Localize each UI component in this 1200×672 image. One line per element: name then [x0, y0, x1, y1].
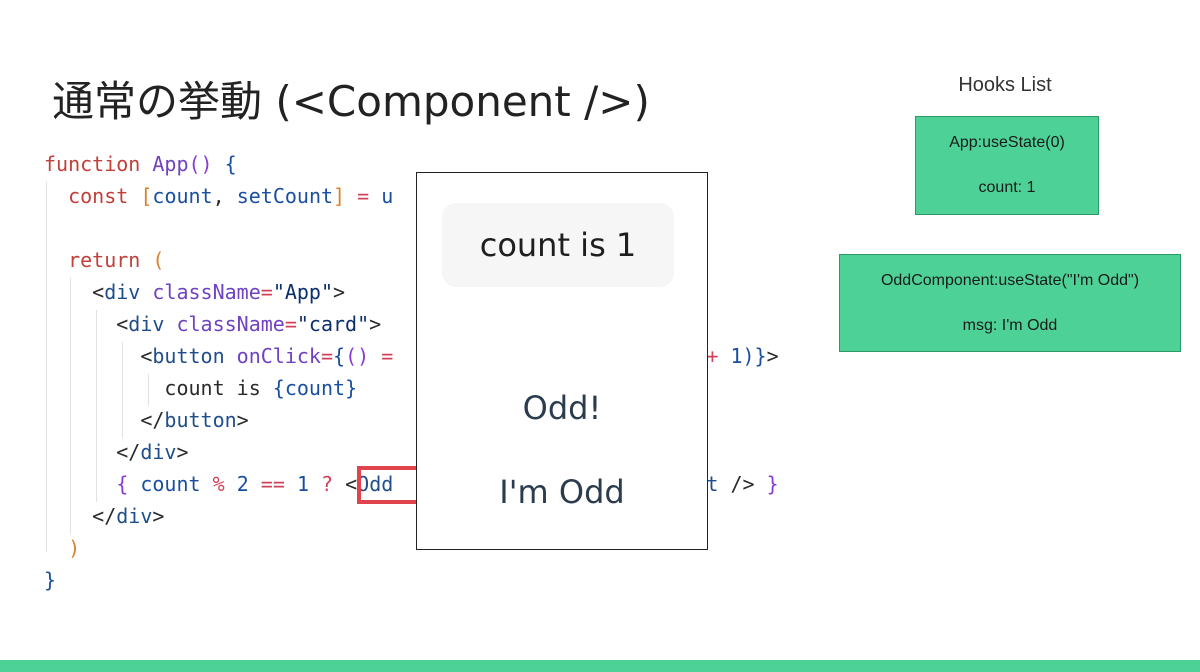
code-token: u [381, 184, 394, 208]
code-token: className [176, 312, 285, 336]
code-line-6: <div className="card"> [44, 308, 779, 340]
code-token: () [345, 344, 370, 368]
code-line-2: const [count, setCount] = u [44, 180, 779, 212]
code-token: "App" [272, 280, 334, 304]
code-token: < [140, 344, 153, 368]
hooks-list-heading: Hooks List [958, 74, 1052, 96]
code-token: = [320, 344, 334, 368]
code-line-5: <div className="App"> [44, 276, 779, 308]
code-token: </ [116, 440, 141, 464]
code-token: [ [140, 184, 153, 208]
code-line-10: </div> [44, 436, 779, 468]
code-token: > [333, 280, 346, 304]
code-token: function [44, 152, 141, 176]
code-token: > [236, 408, 249, 432]
code-token: /> [730, 472, 755, 496]
footer-accent-bar [0, 660, 1200, 672]
code-token: ) [68, 536, 81, 560]
code-token: { [333, 344, 346, 368]
code-token: , [212, 184, 225, 208]
code-token: < [345, 472, 358, 496]
code-indent-guide [46, 182, 47, 552]
code-token: ? [321, 472, 334, 496]
app-preview-panel: count is 1 Odd! I'm Odd [416, 172, 708, 550]
highlight-box [357, 466, 421, 504]
code-token: 1 [730, 344, 743, 368]
code-token: = [260, 280, 273, 304]
code-token: < [116, 312, 129, 336]
code-token: div [104, 280, 141, 304]
hook-title: App:useState(0) [949, 134, 1065, 151]
code-token: ] [333, 184, 346, 208]
code-line-13: ) [44, 532, 779, 564]
code-token: onClick [236, 344, 321, 368]
code-line-14: } [44, 564, 779, 596]
code-token: div [140, 440, 177, 464]
code-token: setCount [236, 184, 334, 208]
code-line-4: return ( [44, 244, 779, 276]
code-line-1: function App() { [44, 148, 779, 180]
code-token: > [369, 312, 382, 336]
hook-value: count: 1 [978, 179, 1036, 196]
code-token: div [116, 504, 153, 528]
code-token: button [164, 408, 237, 432]
code-token: App [152, 152, 189, 176]
code-token: count [284, 376, 346, 400]
code-token: > [766, 344, 779, 368]
code-token: () [188, 152, 213, 176]
code-token: = [357, 184, 370, 208]
code-token: div [128, 312, 165, 336]
code-token: > [176, 440, 189, 464]
code-token: 1 [296, 472, 309, 496]
code-token: > [152, 504, 165, 528]
hook-box-app: App:useState(0) count: 1 [915, 116, 1099, 215]
code-indent-guide [122, 342, 123, 438]
code-line-8: count is {count} [44, 372, 779, 404]
code-token: { [224, 152, 237, 176]
code-line-12: </div> [44, 500, 779, 532]
code-indent-guide [70, 278, 71, 534]
code-token: } [44, 568, 57, 592]
code-indent-guide [96, 310, 97, 502]
count-button[interactable]: count is 1 [442, 203, 674, 287]
code-token: { [272, 376, 285, 400]
code-token: + [706, 344, 719, 368]
odd-title: Odd! [522, 389, 602, 427]
code-token: const [68, 184, 129, 208]
code-token: count [140, 472, 201, 496]
code-token: Odd [357, 472, 394, 496]
code-line-7: <button onClick={() = ount + 1)}> [44, 340, 779, 372]
code-token: == [260, 472, 285, 496]
code-token: className [152, 280, 261, 304]
hook-box-odd-component: OddComponent:useState("I'm Odd") msg: I'… [839, 254, 1181, 352]
odd-message: I'm Odd [499, 473, 625, 511]
code-token: count [152, 184, 213, 208]
code-token: % [212, 472, 225, 496]
code-token: < [92, 280, 105, 304]
code-token: } [345, 376, 358, 400]
hook-value: msg: I'm Odd [962, 317, 1058, 334]
code-token: </ [140, 408, 165, 432]
code-token: return [68, 248, 141, 272]
hook-title: OddComponent:useState("I'm Odd") [880, 272, 1140, 289]
code-token: } [766, 472, 779, 496]
code-token: = [284, 312, 297, 336]
code-token: = [381, 344, 394, 368]
slide-title: 通常の挙動 (<Component />) [52, 77, 650, 126]
code-token: ( [152, 248, 165, 272]
code-token: { [116, 472, 129, 496]
code-token: )} [742, 344, 767, 368]
code-token: count is [164, 376, 261, 400]
code-token: </ [92, 504, 117, 528]
code-token: button [152, 344, 225, 368]
code-line-9: </button> [44, 404, 779, 436]
code-token: "card" [296, 312, 370, 336]
code-indent-guide [148, 374, 149, 406]
code-token: 2 [236, 472, 249, 496]
